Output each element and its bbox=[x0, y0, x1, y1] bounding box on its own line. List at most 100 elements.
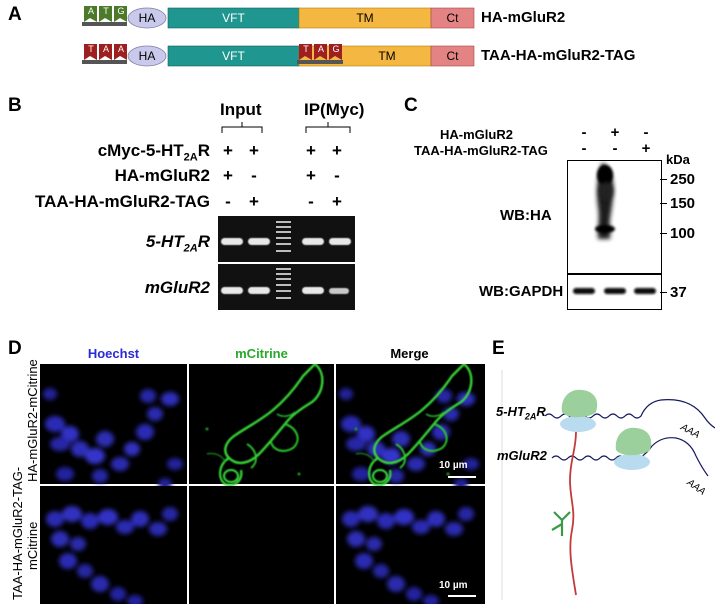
mrna-label-mglur2: mGluR2 bbox=[497, 448, 547, 463]
c-row-label-ha: HA-mGluR2 bbox=[440, 127, 513, 142]
gel-band bbox=[329, 288, 349, 294]
marker-37: 37 bbox=[670, 284, 687, 301]
ct-domain bbox=[430, 45, 475, 67]
ha-blot-smear bbox=[595, 163, 615, 239]
scale-bar-2 bbox=[448, 595, 476, 597]
input-label: Input bbox=[220, 100, 262, 119]
sign: + bbox=[249, 192, 259, 211]
row-label-text: cMyc-5-HT bbox=[97, 141, 184, 160]
row-label-taa: TAA-HA-mGluR2-TAG bbox=[34, 192, 210, 211]
sign: - bbox=[334, 166, 340, 185]
mrna-label-5ht2ar: 5-HT2AR bbox=[496, 404, 546, 422]
sign: - bbox=[581, 140, 587, 157]
domain-label-ct: Ct bbox=[446, 11, 459, 25]
gel-band bbox=[221, 238, 243, 245]
gel-label-sub: 2A bbox=[183, 242, 198, 255]
ladder-band bbox=[276, 278, 291, 280]
construct-taa-ha-mglur2-tag bbox=[82, 44, 475, 67]
mrna-label-end: R bbox=[536, 404, 546, 419]
codon-letter: T bbox=[303, 44, 309, 54]
western-blot-ha bbox=[567, 160, 662, 274]
row-label-ha-mglur2-mcitrine: HA-mGluR2-mCitrine bbox=[25, 359, 40, 482]
ladder-band bbox=[276, 297, 291, 299]
ct-domain bbox=[430, 7, 475, 29]
domain-label-tm: TM bbox=[378, 49, 396, 63]
marker-100: 100 bbox=[670, 225, 696, 242]
sign: - bbox=[225, 192, 231, 211]
sign: + bbox=[332, 141, 342, 160]
construct-ha-mglur2 bbox=[82, 6, 475, 29]
domain-label-vft: VFT bbox=[222, 49, 245, 63]
codon-letter: G bbox=[117, 6, 125, 16]
panel-letter-c: C bbox=[404, 95, 418, 116]
ladder-band bbox=[276, 226, 291, 228]
gel-label-5ht2ar: 5-HT2AR bbox=[110, 232, 210, 254]
ladder-band bbox=[276, 268, 291, 270]
gel-band bbox=[302, 238, 324, 245]
marker-250: 250 bbox=[670, 171, 696, 188]
ladder-band bbox=[276, 250, 291, 252]
ladder-band bbox=[276, 221, 291, 223]
inner-backbone bbox=[297, 60, 343, 64]
ladder-band bbox=[276, 284, 291, 286]
domain-label-vft: VFT bbox=[222, 11, 245, 25]
mrna-label-sub: 2A bbox=[524, 411, 537, 422]
codon-letter: G bbox=[332, 44, 340, 54]
construct-name-2: TAA-HA-mGluR2-TAG bbox=[481, 47, 636, 64]
blot-label-ha: WB:HA bbox=[500, 207, 552, 224]
codon-letter: T bbox=[103, 6, 109, 16]
panel-letter-a: A bbox=[8, 4, 22, 25]
gel-label-mglur2: mGluR2 bbox=[144, 278, 210, 297]
gel-label-text: 5-HT bbox=[145, 232, 184, 251]
panel-letter-e: E bbox=[492, 338, 505, 359]
domain-label-ha: HA bbox=[138, 49, 156, 63]
sign: + bbox=[223, 166, 233, 185]
kda-label: kDa bbox=[666, 152, 690, 167]
scale-bar-label-1: 10 µm bbox=[439, 460, 468, 471]
gapdh-blot-bands bbox=[573, 288, 656, 294]
ip-label: IP(Myc) bbox=[304, 100, 365, 119]
atg-codon-flags bbox=[84, 6, 127, 22]
row-label-ha-mglur2: HA-mGluR2 bbox=[114, 166, 210, 185]
microscopy-grid bbox=[40, 364, 485, 604]
sign: + bbox=[223, 141, 233, 160]
group-brackets bbox=[221, 122, 351, 133]
row-label-taa-line2: mCitrine bbox=[25, 521, 40, 570]
gel-band bbox=[329, 238, 351, 245]
gel-band bbox=[221, 287, 243, 294]
ribosome-schematic bbox=[501, 370, 715, 600]
marker-tick bbox=[660, 179, 667, 180]
image-mcitrine-1 bbox=[189, 364, 334, 484]
codon-letter: A bbox=[317, 44, 324, 54]
construct-backbone bbox=[82, 22, 127, 26]
gel-band bbox=[248, 238, 270, 245]
construct-backbone bbox=[82, 60, 127, 64]
domain-label-tm: TM bbox=[356, 11, 374, 25]
ladder-band bbox=[276, 237, 291, 239]
sign: - bbox=[308, 192, 314, 211]
sign: - bbox=[643, 124, 649, 141]
western-blot-gapdh bbox=[567, 274, 662, 310]
ribosome-1 bbox=[560, 389, 598, 432]
col-header-hoechst: Hoechst bbox=[87, 346, 140, 361]
sign: - bbox=[251, 166, 257, 185]
sign: - bbox=[612, 140, 618, 157]
sign: + bbox=[332, 192, 342, 211]
ladder-band bbox=[276, 243, 291, 245]
sign: + bbox=[306, 166, 316, 185]
domain-label-ha: HA bbox=[138, 11, 156, 25]
sign: + bbox=[610, 124, 620, 141]
marker-tick bbox=[660, 203, 667, 204]
ladder-band bbox=[276, 231, 291, 233]
mrna-label-text: 5-HT bbox=[496, 404, 525, 419]
sign: + bbox=[249, 141, 259, 160]
image-mcitrine-2 bbox=[189, 486, 334, 604]
scale-bar-1 bbox=[448, 476, 476, 478]
blot-label-gapdh: WB:GAPDH bbox=[479, 283, 564, 300]
nascent-peptide-chain bbox=[569, 431, 577, 596]
ladder-band bbox=[276, 273, 291, 275]
gel-mglur2 bbox=[218, 264, 355, 310]
sign: + bbox=[641, 140, 651, 157]
domain-label-ct: Ct bbox=[446, 49, 459, 63]
row-label-taa-line1: TAA-HA-mGluR2-TAG- bbox=[10, 466, 25, 600]
